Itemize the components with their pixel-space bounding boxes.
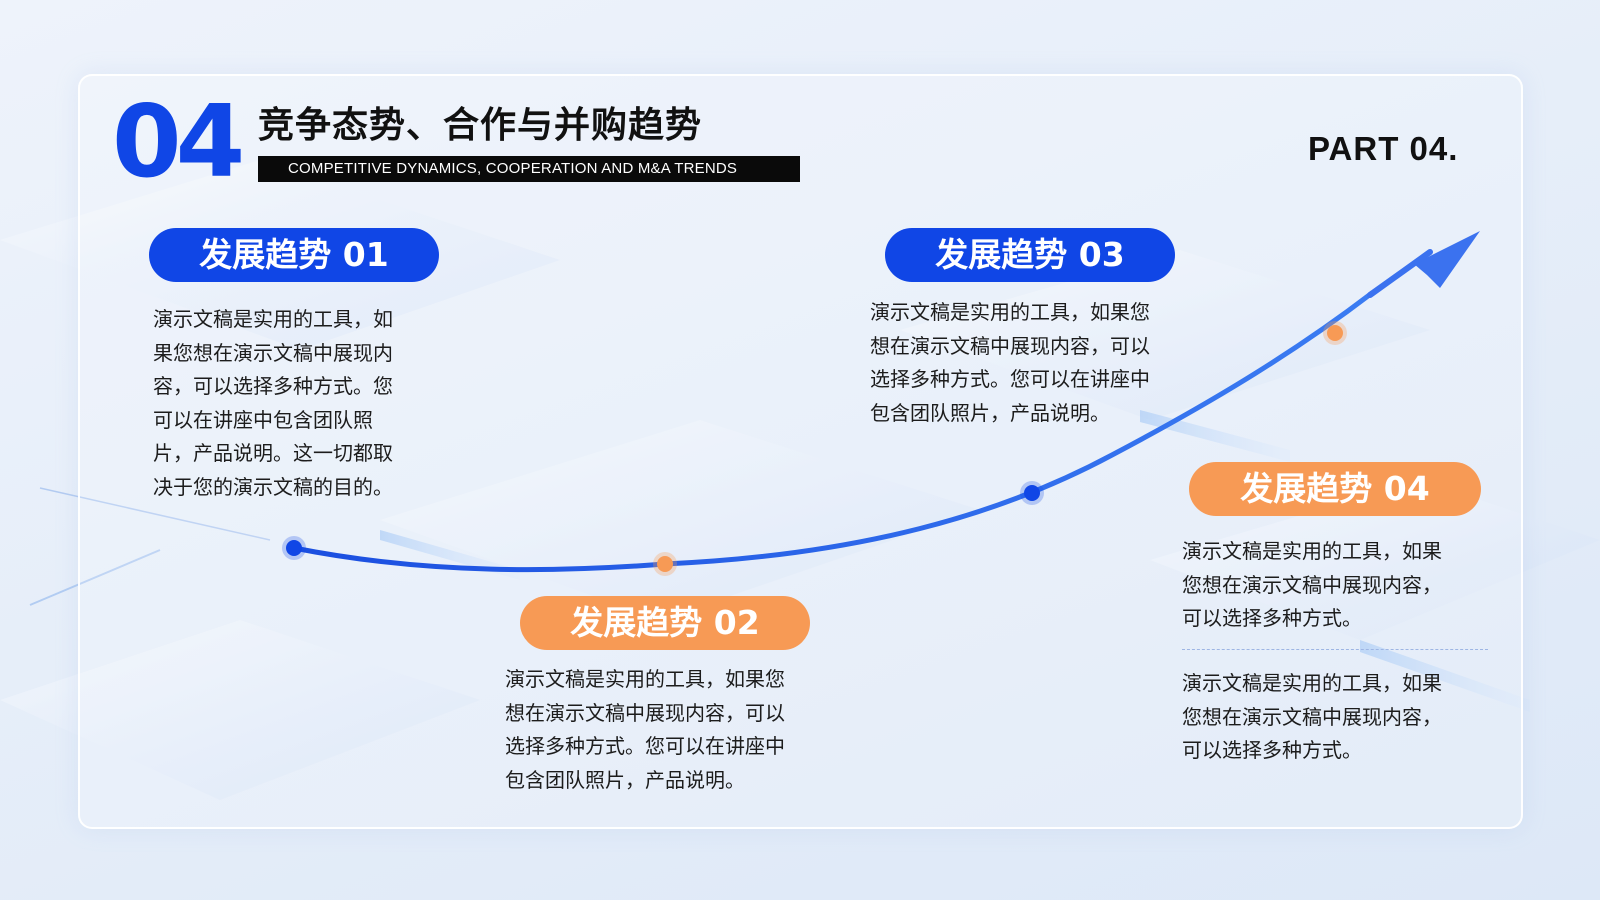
trend-01-description: 演示文稿是实用的工具，如 果您想在演示文稿中展现内 容，可以选择多种方式。您 可… xyxy=(153,303,393,504)
trend-02-description: 演示文稿是实用的工具，如果您 想在演示文稿中展现内容，可以 选择多种方式。您可以… xyxy=(505,663,785,797)
text-line: 包含团队照片，产品说明。 xyxy=(505,767,745,792)
marker-04 xyxy=(1323,321,1347,345)
text-line: 容，可以选择多种方式。您 xyxy=(153,374,393,398)
section-subtitle: COMPETITIVE DYNAMICS, COOPERATION AND M&… xyxy=(258,156,800,182)
text-line: 选择多种方式。您可以在讲座中 xyxy=(870,367,1150,391)
text-line: 演示文稿是实用的工具，如果 xyxy=(1182,671,1442,695)
text-line: 果您想在演示文稿中展现内 xyxy=(153,340,393,365)
text-line: 演示文稿是实用的工具，如果 xyxy=(1182,539,1442,563)
trend-04-description: 演示文稿是实用的工具，如果 您想在演示文稿中展现内容， 可以选择多种方式。 xyxy=(1182,535,1442,636)
trend-line xyxy=(291,290,1375,573)
text-line: 演示文稿是实用的工具，如果您 xyxy=(505,667,785,691)
text-line: 可以在讲座中包含团队照 xyxy=(153,407,373,432)
text-line: 演示文稿是实用的工具，如 xyxy=(153,307,393,331)
text-line: 包含团队照片，产品说明。 xyxy=(870,400,1110,425)
trend-04-label: 发展趋势 04 xyxy=(1189,462,1481,516)
section-title: 竞争态势、合作与并购趋势 xyxy=(258,105,703,146)
text-line: 想在演示文稿中展现内容，可以 xyxy=(505,700,785,725)
section-number: 04 xyxy=(112,83,245,200)
content-frame xyxy=(78,74,1523,829)
trend-03-label: 发展趋势 03 xyxy=(885,228,1175,282)
part-label: PART 04. xyxy=(1308,130,1459,167)
marker-02 xyxy=(653,552,677,576)
text-line: 您想在演示文稿中展现内容， xyxy=(1182,704,1442,729)
text-line: 选择多种方式。您可以在讲座中 xyxy=(505,734,785,758)
text-line: 您想在演示文稿中展现内容， xyxy=(1182,572,1442,597)
trend-04-description-2: 演示文稿是实用的工具，如果 您想在演示文稿中展现内容， 可以选择多种方式。 xyxy=(1182,667,1442,768)
text-line: 片，产品说明。这一切都取 xyxy=(153,441,393,465)
text-line: 演示文稿是实用的工具，如果您 xyxy=(870,300,1150,324)
text-line: 可以选择多种方式。 xyxy=(1182,606,1362,630)
arrow-head-icon xyxy=(1414,231,1480,288)
text-line: 想在演示文稿中展现内容，可以 xyxy=(870,333,1150,358)
trend-01-label: 发展趋势 01 xyxy=(149,228,439,282)
trend-04-divider xyxy=(1182,649,1488,650)
marker-01 xyxy=(282,536,306,560)
text-line: 可以选择多种方式。 xyxy=(1182,738,1362,762)
trend-03-description: 演示文稿是实用的工具，如果您 想在演示文稿中展现内容，可以 选择多种方式。您可以… xyxy=(870,296,1150,430)
trend-02-label: 发展趋势 02 xyxy=(520,596,810,650)
marker-03 xyxy=(1020,481,1044,505)
text-line: 决于您的演示文稿的目的。 xyxy=(153,474,393,499)
